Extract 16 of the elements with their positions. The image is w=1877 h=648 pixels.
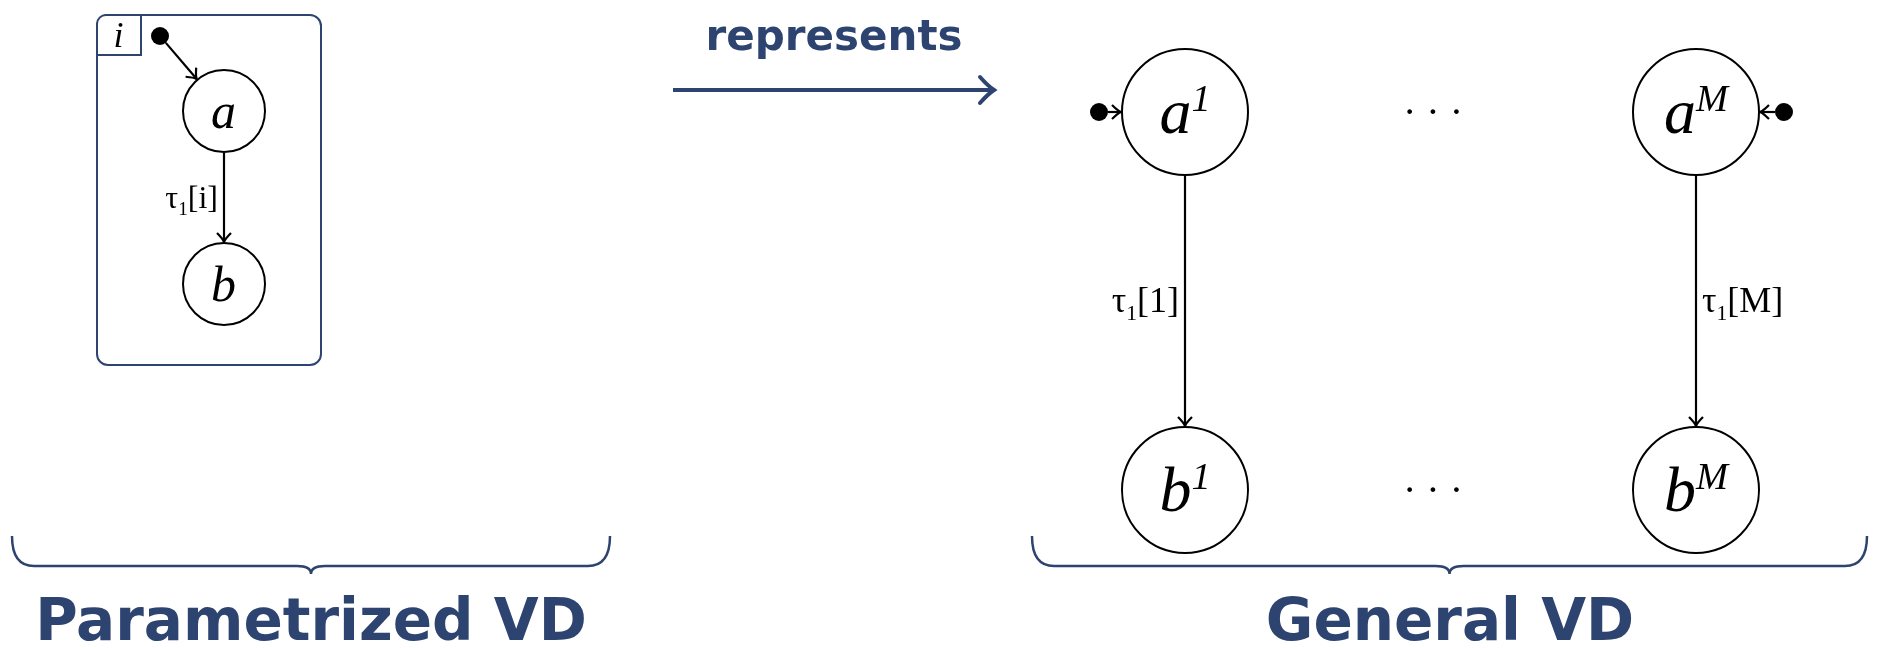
group-label: General VD (1265, 591, 1635, 648)
variable-label: b$^{M}$ (1664, 457, 1728, 523)
dot-marker (1775, 103, 1793, 121)
variable-label: b$^{1}$ (1159, 457, 1211, 523)
variable-label: a$^{M}$ (1664, 79, 1728, 145)
dot-marker (150, 26, 169, 45)
index-box (95, 13, 142, 56)
variable-label: a (211, 85, 236, 136)
ellipsis: · · · (1403, 470, 1463, 510)
arrow-label: represents (705, 15, 963, 57)
variable-label: b (211, 258, 236, 309)
ellipsis: · · · (1403, 92, 1463, 132)
variable-label: a$^{1}$ (1159, 79, 1211, 145)
variable-label: i (113, 16, 124, 53)
group-label: Parametrized VD (35, 591, 587, 648)
dot-marker (1090, 103, 1108, 121)
